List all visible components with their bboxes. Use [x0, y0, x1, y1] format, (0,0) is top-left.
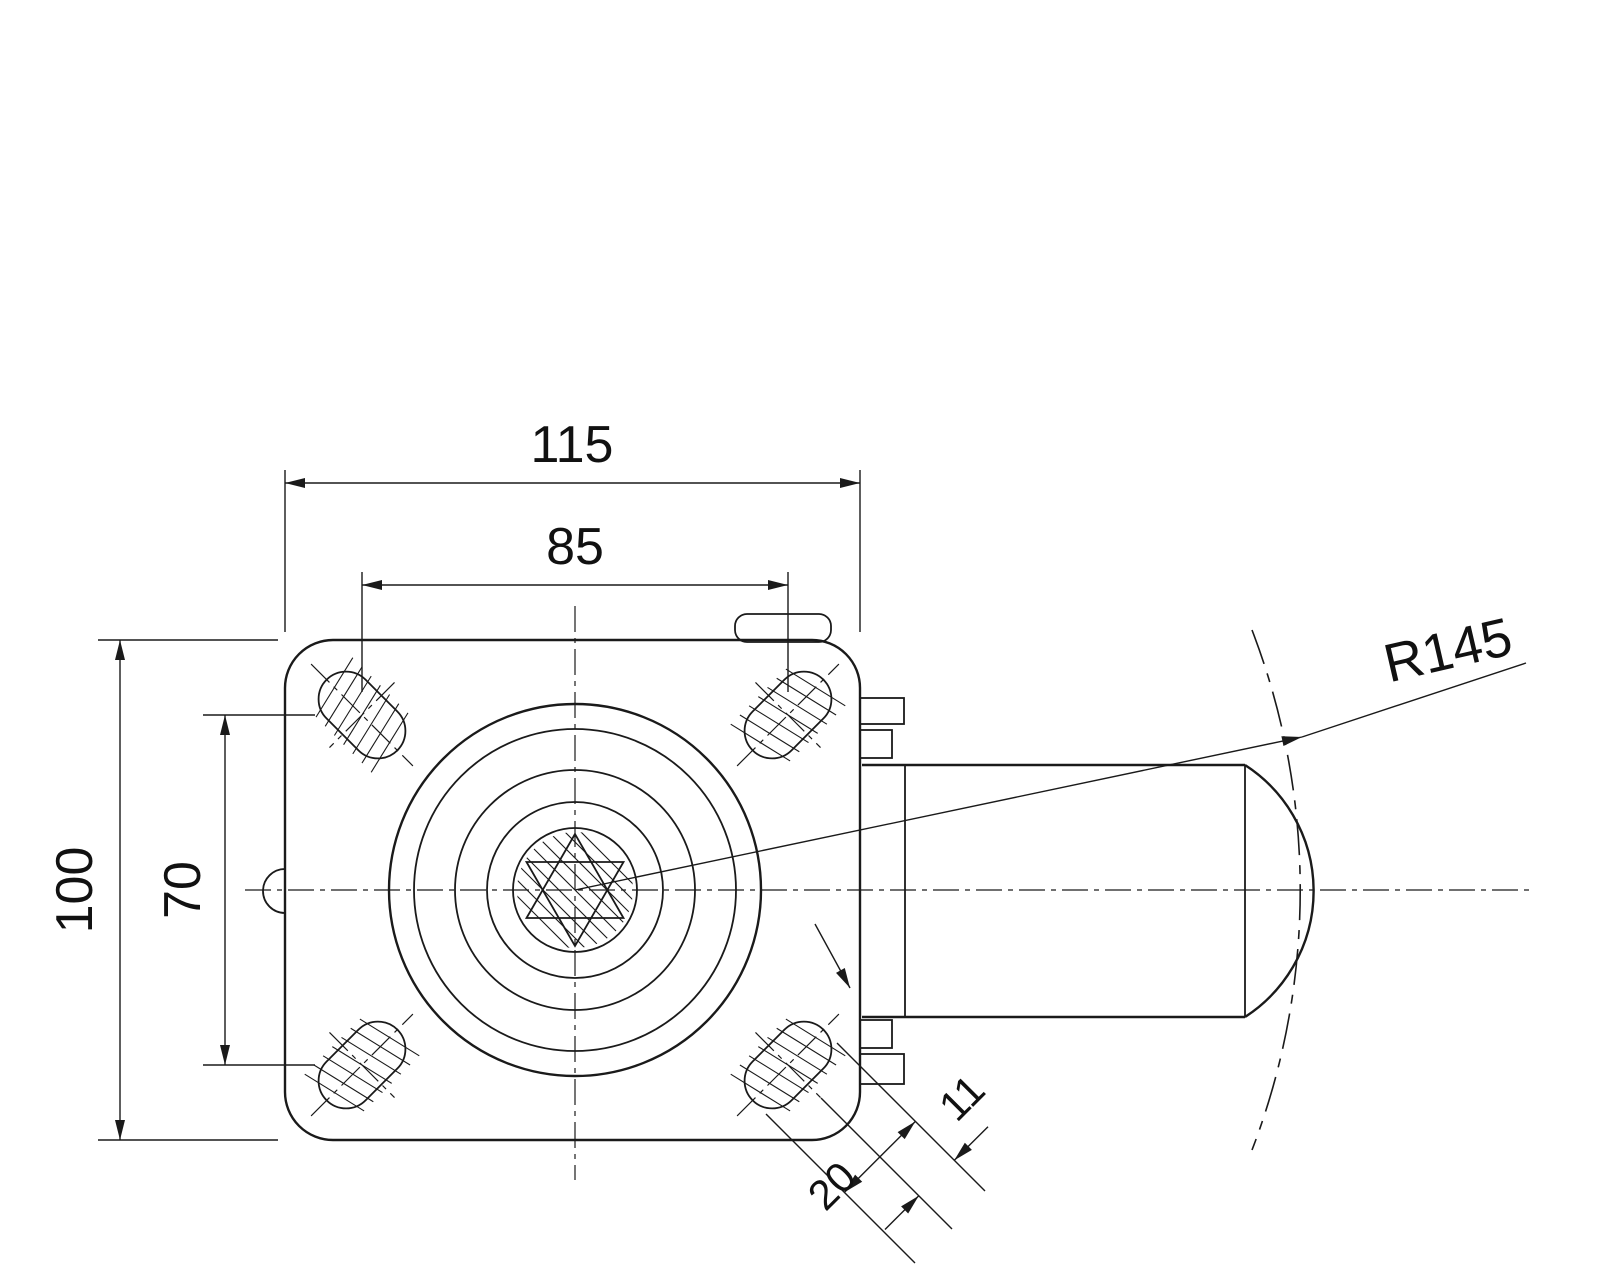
kingpin-bore [512, 827, 638, 953]
plate-top-fitting [734, 613, 832, 643]
bearing-circle-2 [413, 728, 737, 1052]
dim-hole-spacing-v: 70 [154, 714, 315, 1066]
dim-hole-spacing-h: 85 [361, 518, 789, 692]
dim-swing-radius-label: R145 [1378, 607, 1517, 695]
wheel-outline [862, 763, 1315, 1019]
bearing-circle-3 [454, 769, 696, 1011]
swivel-bearing-circles [387, 702, 763, 1078]
brake-tab-bottom-outer [859, 1053, 905, 1085]
ext-line [765, 1113, 916, 1264]
dim-slot-width-label: 11 [930, 1066, 994, 1130]
dim-swing-radius: R145 [574, 607, 1527, 891]
dim-line-20 [844, 1121, 916, 1193]
bolt-slot-top-left [310, 657, 414, 773]
bearing-circle-outer [387, 702, 763, 1078]
mounting-plate-outline [283, 638, 862, 1142]
dim-line-11-a [953, 1126, 989, 1161]
wheel-tread-cap [1244, 763, 1315, 1019]
dim-plate-width: 115 [284, 416, 861, 632]
dim-line-11-b [884, 1195, 920, 1230]
ext-line [836, 1042, 986, 1192]
radius-leader [574, 736, 1303, 891]
dim-hole-spacing-v-label: 70 [154, 861, 212, 919]
brake-tab-bottom-inner [859, 1019, 893, 1049]
plate-left-edge-notch [262, 868, 286, 914]
brake-tab-top-inner [859, 729, 893, 759]
dim-plate-height-label: 100 [46, 847, 104, 934]
dim-slot-size: 20 11 [765, 923, 994, 1264]
dim-plate-width-label: 115 [531, 416, 614, 474]
star-triangle-2 [524, 861, 626, 948]
swing-radius-arc [1251, 629, 1302, 1151]
bolt-slot-bottom-left [304, 1013, 420, 1117]
bolt-slot-bottom-right [730, 1013, 846, 1117]
brake-tab-top-outer [859, 697, 905, 725]
radius-leader-tail [1301, 662, 1527, 738]
dim-hole-spacing-h-label: 85 [546, 518, 604, 576]
slot-leader-arrow [814, 923, 851, 989]
bearing-circle-4 [486, 801, 664, 979]
star-triangle-1 [524, 832, 626, 919]
bolt-slot-top-right [730, 663, 846, 767]
dim-plate-height: 100 [46, 639, 278, 1141]
dim-slot-length-label: 20 [799, 1153, 865, 1219]
